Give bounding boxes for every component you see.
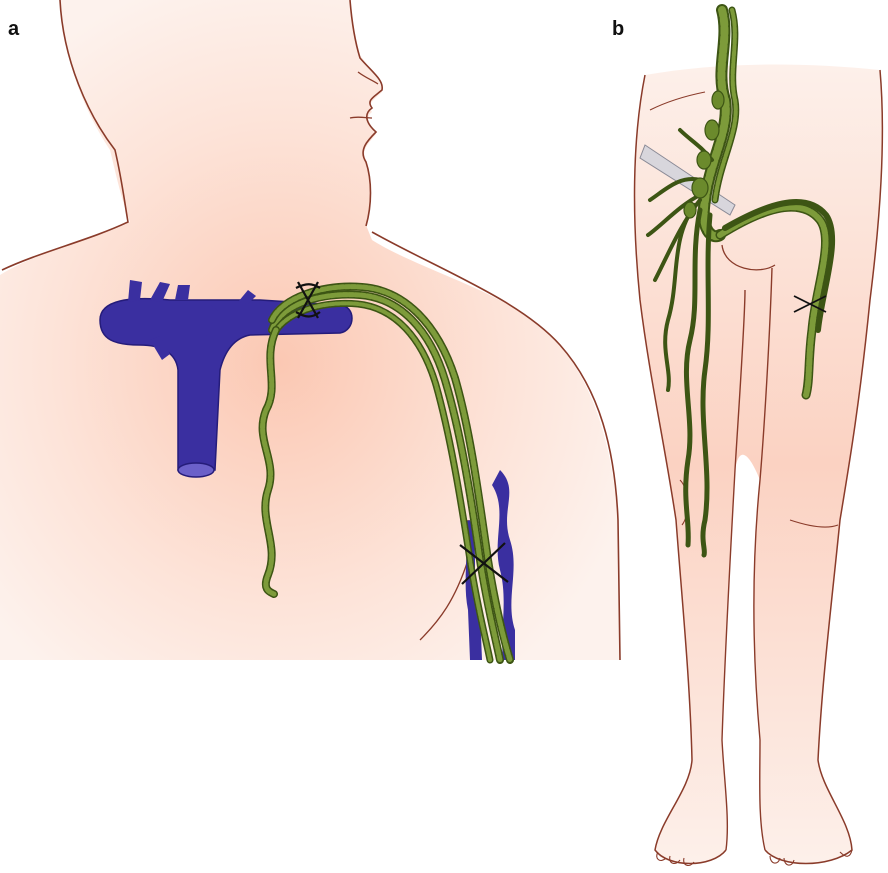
lips-line	[350, 117, 372, 118]
panel-b-illustration	[635, 10, 883, 865]
vein-cut-end	[178, 463, 214, 477]
panel-a-illustration	[0, 0, 620, 660]
vein-branch-1	[128, 280, 142, 302]
